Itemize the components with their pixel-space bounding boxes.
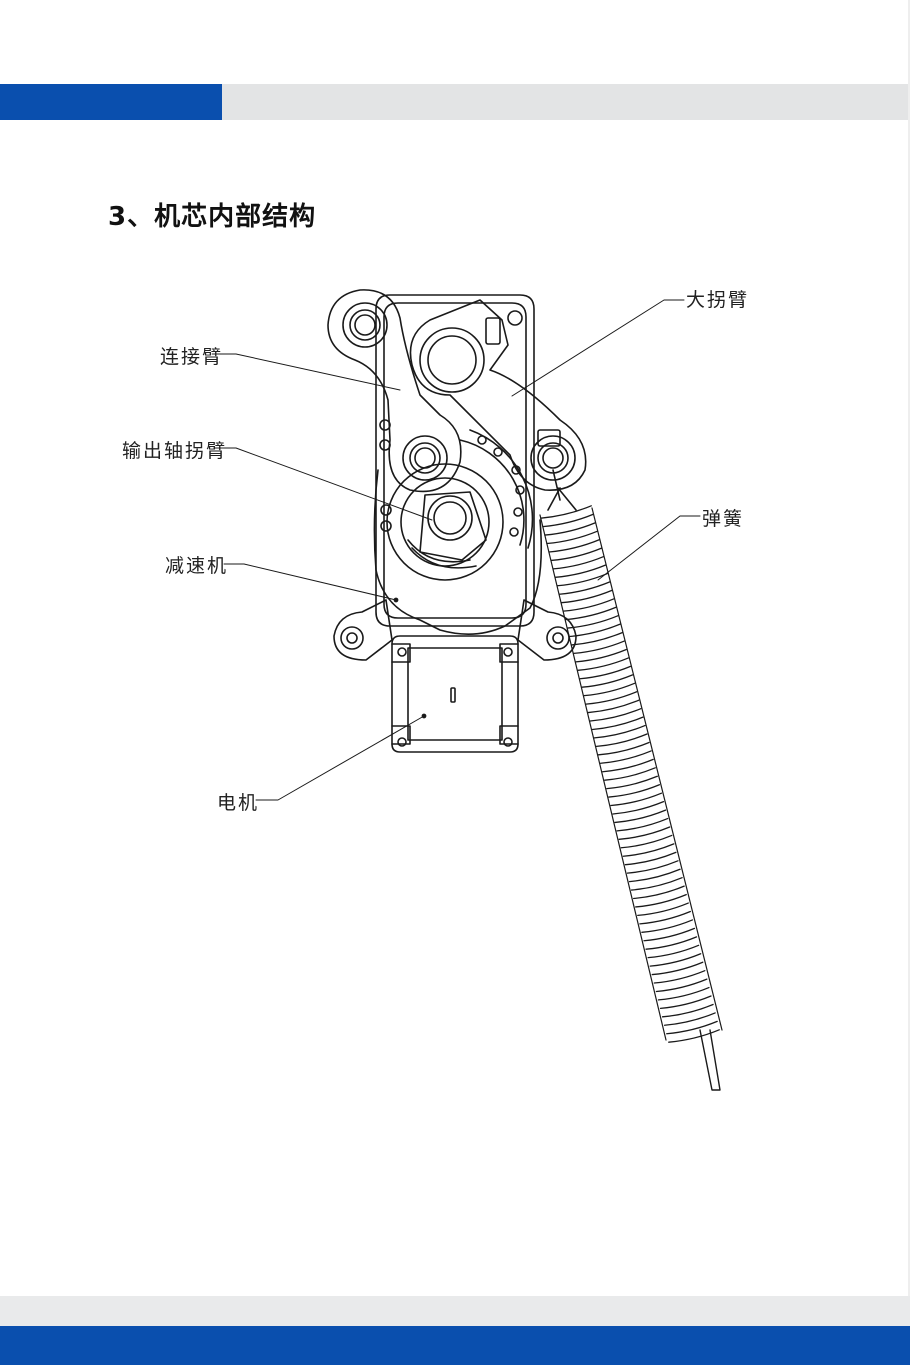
spring-coil bbox=[608, 784, 661, 798]
label-motor: 电机 bbox=[217, 792, 260, 814]
spring-coil bbox=[585, 691, 638, 705]
spring-coil bbox=[542, 513, 594, 528]
header-accent-bar bbox=[0, 84, 222, 120]
spring-coil bbox=[626, 860, 679, 874]
spring-coil bbox=[649, 953, 702, 967]
spring-coil bbox=[647, 944, 700, 959]
spring-coil bbox=[593, 724, 646, 739]
spring-coil bbox=[566, 615, 619, 629]
page-edge bbox=[908, 0, 910, 1365]
spring-coil bbox=[641, 919, 694, 933]
label-large-crank-arm: 大拐臂 bbox=[686, 289, 750, 311]
spring-coil bbox=[589, 708, 642, 722]
spring bbox=[539, 469, 723, 1091]
spring-coil bbox=[663, 1012, 716, 1026]
spring-coil bbox=[562, 598, 615, 612]
spring-coil bbox=[552, 555, 605, 570]
spring-coil bbox=[581, 674, 634, 688]
spring-coil bbox=[612, 800, 665, 815]
spring-coil bbox=[556, 572, 609, 587]
spring-coil bbox=[645, 936, 698, 950]
spring-coil bbox=[643, 927, 696, 942]
section-title: 3、机芯内部结构 bbox=[108, 202, 317, 232]
spring-coil bbox=[639, 910, 692, 925]
label-connecting-arm: 连接臂 bbox=[160, 346, 224, 368]
spring-coil bbox=[599, 750, 652, 764]
spring-coil bbox=[661, 1003, 714, 1018]
spring-coil bbox=[548, 538, 601, 553]
spring-coil bbox=[560, 589, 613, 604]
spring-coil bbox=[614, 809, 667, 824]
motor bbox=[391, 635, 519, 753]
spring-coil bbox=[591, 716, 644, 731]
spring-coil bbox=[595, 733, 648, 748]
spring-coil bbox=[620, 834, 673, 849]
spring-coil bbox=[604, 767, 656, 781]
spring-coil bbox=[666, 1020, 718, 1035]
footer-accent-bar bbox=[0, 1326, 910, 1365]
spring-coil bbox=[575, 648, 628, 663]
leader-lines bbox=[213, 299, 701, 801]
spring-coil bbox=[628, 868, 681, 883]
spring-coil bbox=[606, 775, 658, 790]
spring-coil bbox=[577, 657, 630, 671]
spring-coil bbox=[651, 961, 704, 976]
spring-coil bbox=[618, 826, 671, 840]
spring-coil bbox=[637, 902, 689, 917]
spring-coil bbox=[558, 581, 611, 595]
spring-coil bbox=[587, 699, 640, 714]
reducer-body bbox=[333, 469, 577, 661]
spring-coil bbox=[635, 893, 687, 908]
spring-coil bbox=[622, 843, 675, 857]
spring-coil bbox=[602, 758, 654, 773]
spring-coil bbox=[564, 606, 617, 621]
label-reducer: 减速机 bbox=[165, 555, 229, 577]
spring-coil bbox=[657, 986, 710, 1001]
spring-coil bbox=[540, 505, 592, 519]
spring-coil bbox=[568, 623, 621, 638]
spring-coil bbox=[668, 1029, 720, 1043]
connecting-arm bbox=[327, 289, 462, 493]
spring-coil bbox=[579, 665, 632, 680]
spring-coil bbox=[659, 995, 712, 1010]
spring-coil bbox=[632, 885, 685, 900]
label-spring: 弹簧 bbox=[702, 508, 745, 530]
footer-bar bbox=[0, 1296, 910, 1326]
spring-coil bbox=[655, 978, 708, 993]
large-crank-arm bbox=[409, 299, 587, 491]
spring-coil bbox=[630, 877, 683, 891]
spring-coil bbox=[624, 851, 677, 866]
spring-coil bbox=[616, 817, 669, 832]
output-shaft-crank-arm bbox=[419, 491, 487, 561]
spring-coil bbox=[554, 564, 607, 578]
label-output-shaft-crank-arm: 输出轴拐臂 bbox=[122, 440, 228, 462]
spring-coil bbox=[573, 640, 625, 655]
header-bar bbox=[222, 84, 910, 120]
spring-coil bbox=[610, 792, 663, 807]
housing bbox=[375, 294, 535, 627]
spring-coil bbox=[583, 682, 636, 697]
spring-coil bbox=[653, 970, 706, 984]
spring-coil bbox=[546, 530, 599, 545]
spring-coil bbox=[544, 522, 597, 536]
spring-coil bbox=[571, 631, 623, 646]
spring-coil bbox=[597, 741, 650, 756]
spring-coil bbox=[550, 547, 603, 562]
